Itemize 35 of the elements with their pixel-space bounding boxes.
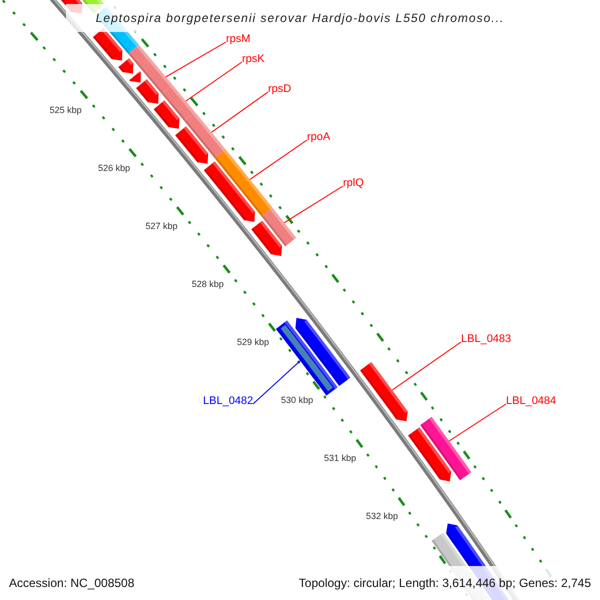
gene-label: rpsM	[226, 33, 250, 45]
gene-bar	[214, 149, 272, 216]
leader-line	[249, 140, 308, 180]
scale-label: 529 kbp	[236, 336, 269, 347]
gene-label: rpsD	[268, 83, 292, 95]
leader-line	[211, 92, 268, 133]
leader-line	[165, 42, 226, 78]
scale-label: 532 kbp	[366, 510, 398, 521]
leader-line	[185, 62, 242, 102]
scale-label: 531 kbp	[324, 452, 356, 463]
footer-text: Topology: circular; Length: 3,614,446 bp; Genes: 2,745	[298, 576, 591, 590]
leader-line	[284, 186, 344, 224]
gene-label: rpoA	[307, 131, 330, 143]
scale-label: 528 kbp	[192, 278, 224, 289]
scale-label: 526 kbp	[98, 163, 130, 173]
gene-bar	[261, 208, 296, 246]
scale-label: 530 kbp	[281, 394, 314, 405]
gene-bar	[276, 320, 338, 396]
leader-line	[392, 342, 462, 391]
gene-bar	[360, 362, 408, 422]
gene-bar	[140, 58, 172, 94]
gene-bar	[420, 416, 472, 480]
leader-line	[252, 360, 301, 404]
footer-text: Accession: NC_008508	[9, 576, 134, 590]
gene-label: LBL_0483	[461, 333, 512, 345]
gene-bar	[184, 112, 226, 158]
gene-bar	[162, 85, 195, 121]
gene-label: rplQ	[343, 177, 364, 189]
scale-label: 527 kbp	[145, 220, 178, 231]
scale-label: 525 kbp	[50, 105, 82, 116]
leader-line	[448, 404, 506, 442]
title-text: Leptospira borgpetersenii serovar Hardjo-bovis L550 chromoso...	[96, 11, 504, 25]
gene-label: LBL_0484	[506, 395, 556, 407]
gene-label: rpsK	[242, 53, 265, 65]
gene-label: LBL_0482	[203, 395, 254, 407]
